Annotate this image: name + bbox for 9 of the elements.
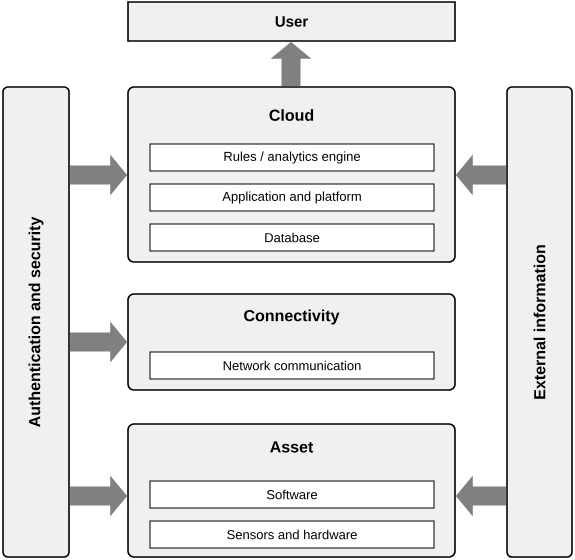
component-box: Network communication xyxy=(150,352,434,380)
component-box: Rules / analytics engine xyxy=(150,144,434,172)
component-box: Software xyxy=(150,480,434,508)
side-bar: External information xyxy=(506,86,573,558)
side-bar: Authentication and security xyxy=(2,86,70,558)
component-box: Sensors and hardware xyxy=(150,520,434,548)
component-box: Application and platform xyxy=(150,184,434,212)
component-box: Database xyxy=(150,224,434,252)
user-box: User xyxy=(127,1,456,42)
